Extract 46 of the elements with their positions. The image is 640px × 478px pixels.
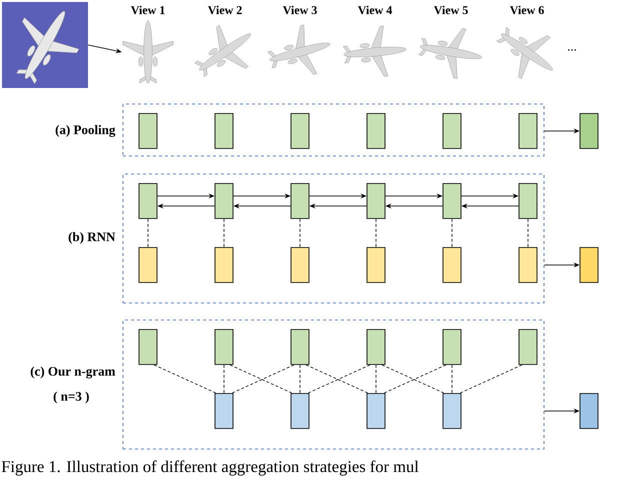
feature-box: [366, 247, 386, 283]
feature-box: [442, 393, 462, 429]
dashed-line: [460, 364, 522, 394]
feature-box: [138, 113, 158, 149]
view-label: View 5: [434, 6, 468, 14]
feature-box: [580, 113, 598, 149]
figure-caption: Figure 1. Illustration of different aggregation strategies for mul: [2, 460, 418, 476]
feature-box: [580, 247, 598, 283]
feature-box: [366, 113, 386, 149]
view-label: View 3: [282, 6, 317, 14]
feature-box: [214, 393, 234, 429]
feature-box: [214, 183, 234, 219]
feature-box: [518, 329, 538, 365]
feature-box: [138, 183, 158, 219]
view-label: View 1: [130, 6, 165, 14]
feature-box: [138, 247, 158, 283]
feature-box: [442, 183, 462, 219]
feature-box: [518, 183, 538, 219]
feature-box: [518, 247, 538, 283]
ellipsis: ...: [568, 49, 576, 51]
feature-box: [442, 113, 462, 149]
feature-box: [214, 247, 234, 283]
feature-box: [366, 393, 386, 429]
feature-box: [290, 247, 310, 283]
feature-box: [366, 183, 386, 219]
feature-box: [518, 113, 538, 149]
feature-box: [290, 393, 310, 429]
view-label: View 4: [358, 6, 392, 14]
view-label: View 6: [510, 6, 544, 14]
feature-box: [290, 113, 310, 149]
feature-box: [214, 113, 234, 149]
panel-label: (b) RNN: [68, 232, 116, 244]
dashed-line: [154, 364, 216, 394]
feature-box: [580, 393, 598, 429]
feature-box: [442, 329, 462, 365]
panel-label: ( n=3 ): [54, 392, 89, 404]
view-label: View 2: [208, 6, 242, 14]
feature-box: [442, 247, 462, 283]
panel-label: (c) Our n-gram: [30, 366, 116, 378]
feature-box: [290, 329, 310, 365]
panel-label: (a) Pooling: [56, 125, 116, 137]
feature-box: [290, 183, 310, 219]
feature-box: [138, 329, 158, 365]
feature-box: [214, 329, 234, 365]
feature-box: [366, 329, 386, 365]
picture: [2, 2, 88, 88]
